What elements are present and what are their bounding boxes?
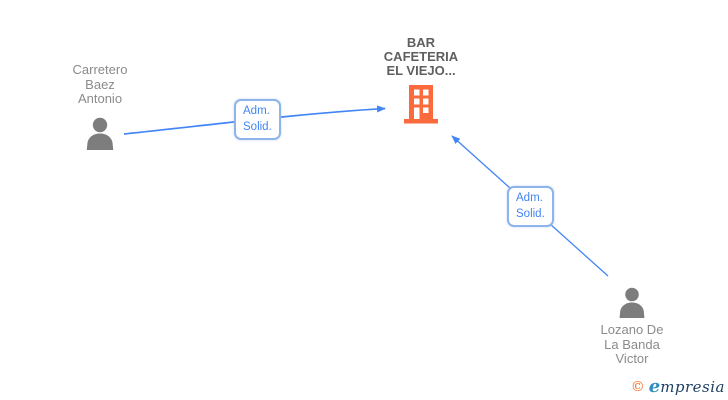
node-person-lozano[interactable]: Lozano De La Banda Victor [572, 287, 692, 367]
empresia-logo[interactable]: © e mpresia [631, 377, 725, 397]
person-icon [86, 117, 114, 150]
edge-label-adm-solid-1: Adm. Solid. [234, 99, 281, 140]
logo-brand-text: mpresia [660, 378, 725, 396]
node-company-bar-cafeteria[interactable]: BAR CAFETERIA EL VIEJO... [361, 36, 481, 129]
building-icon [404, 85, 438, 124]
node-person-carretero[interactable]: Carretero Baez Antonio [40, 62, 160, 151]
logo-letter-e: e [648, 376, 661, 397]
person-name-label: Carretero Baez Antonio [72, 62, 128, 106]
person-icon [619, 287, 645, 319]
company-name-label: BAR CAFETERIA EL VIEJO... [383, 35, 459, 78]
edge-label-adm-solid-2: Adm. Solid. [507, 186, 554, 227]
copyright-icon: © [630, 379, 645, 395]
person-name-label: Lozano De La Banda Victor [600, 322, 664, 366]
